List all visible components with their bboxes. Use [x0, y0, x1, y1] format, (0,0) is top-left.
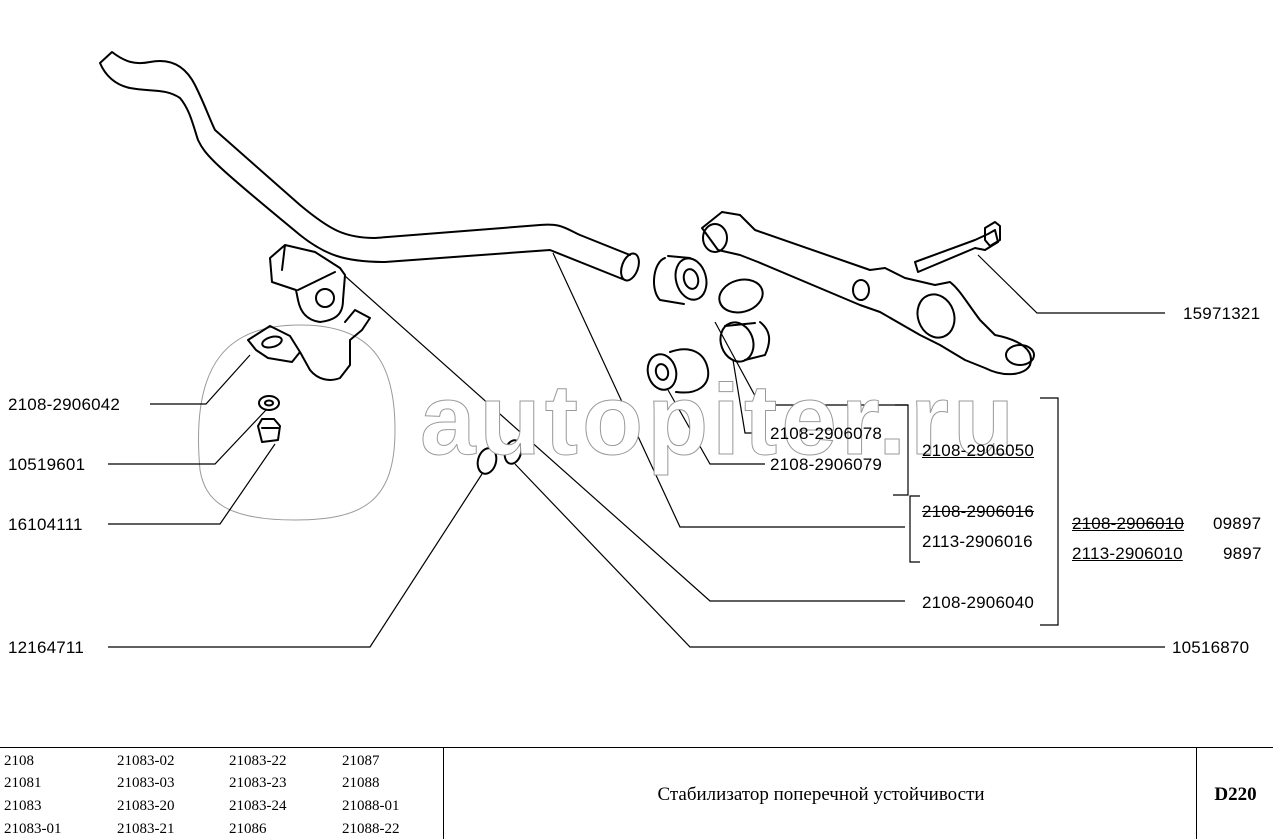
- leader-2108-2906078: [732, 359, 765, 434]
- assembly-label-2108-2906010[interactable]: 2108-2906010: [1072, 514, 1185, 533]
- model-cell: 21086: [229, 821, 267, 837]
- model-cell: 21083-02: [117, 753, 175, 769]
- leader-15971321: [977, 254, 1165, 314]
- part-label-2108-2906079[interactable]: 2108-2906079: [770, 455, 883, 474]
- part-label-2108-2906078[interactable]: 2108-2906078: [770, 424, 883, 443]
- model-cell: 21087: [342, 753, 380, 769]
- leader-link: [714, 321, 908, 406]
- part-label-16104111[interactable]: 16104111: [8, 515, 83, 534]
- bushing-front: [674, 257, 708, 301]
- bar-end: [620, 252, 640, 282]
- watermark-logo-ring: [198, 324, 396, 521]
- assembly-suffix-9897: 9897: [1223, 544, 1262, 563]
- bracket-group-050: [893, 404, 909, 496]
- nut-16104111-drawing: [257, 418, 281, 443]
- model-cell: 21083-23: [229, 775, 287, 791]
- model-cell: 21083-21: [117, 821, 175, 837]
- model-cell: 2108: [4, 753, 34, 769]
- part-label-10516870[interactable]: 10516870: [1172, 638, 1250, 657]
- sheet-title: Стабилизатор поперечной устойчивости: [657, 784, 985, 805]
- model-cell: 21088-22: [342, 821, 400, 837]
- silent-block-2108-2906079-drawing: [646, 353, 678, 391]
- title-block-divider: [1196, 748, 1197, 839]
- part-label-2108-2906042[interactable]: 2108-2906042: [8, 395, 121, 414]
- stabilizer-bar: [99, 51, 631, 281]
- model-cell: 21083: [4, 798, 42, 814]
- nut-12164711-drawing: [476, 447, 498, 475]
- sheet-code: D220: [1214, 784, 1257, 805]
- washer-10519601-drawing: [258, 395, 280, 411]
- bracket-2108-2906042: [247, 309, 371, 381]
- model-cell: 21088-01: [342, 798, 400, 814]
- model-cell: 21083-24: [229, 798, 287, 814]
- title-block: 2108 21083-02 21083-22 21087 21081 21083…: [0, 747, 1273, 839]
- bracket-group-016: [909, 495, 920, 563]
- part-label-12164711[interactable]: 12164711: [8, 638, 84, 657]
- part-label-15971321[interactable]: 15971321: [1183, 304, 1261, 323]
- leader-2108-2906016: [552, 252, 905, 528]
- leader-12164711: [108, 473, 483, 648]
- leader-10519601: [108, 409, 267, 465]
- washer-10516870-drawing: [503, 439, 523, 465]
- assembly-label-2113-2906010[interactable]: 2113-2906010: [1072, 544, 1183, 563]
- bracket-group-010: [1040, 397, 1059, 626]
- model-cell: 21081: [4, 775, 42, 791]
- leader-2108-2906042: [150, 354, 251, 405]
- part-label-2108-2906050[interactable]: 2108-2906050: [922, 441, 1035, 460]
- leader-2108-2906040: [344, 275, 905, 602]
- part-label-10519601[interactable]: 10519601: [8, 455, 86, 474]
- bushing-2108-2906078-drawing: [718, 278, 764, 314]
- part-label-2108-2906016[interactable]: 2108-2906016: [922, 502, 1035, 521]
- title-block-divider: [443, 748, 444, 839]
- model-cell: 21083-03: [117, 775, 175, 791]
- part-label-2113-2906016[interactable]: 2113-2906016: [922, 532, 1033, 551]
- assembly-suffix-09897: 09897: [1213, 514, 1262, 533]
- model-cell: 21088: [342, 775, 380, 791]
- leader-10516870: [514, 463, 1165, 648]
- watermark-text: autopiter.ru: [419, 364, 1019, 476]
- cushion-2108-2906040: [269, 244, 346, 323]
- leader-2108-2906079: [667, 389, 765, 465]
- leader-16104111: [108, 443, 276, 525]
- part-label-2108-2906040[interactable]: 2108-2906040: [922, 593, 1035, 612]
- model-cell: 21083-20: [117, 798, 175, 814]
- model-cell: 21083-01: [4, 821, 62, 837]
- model-cell: 21083-22: [229, 753, 287, 769]
